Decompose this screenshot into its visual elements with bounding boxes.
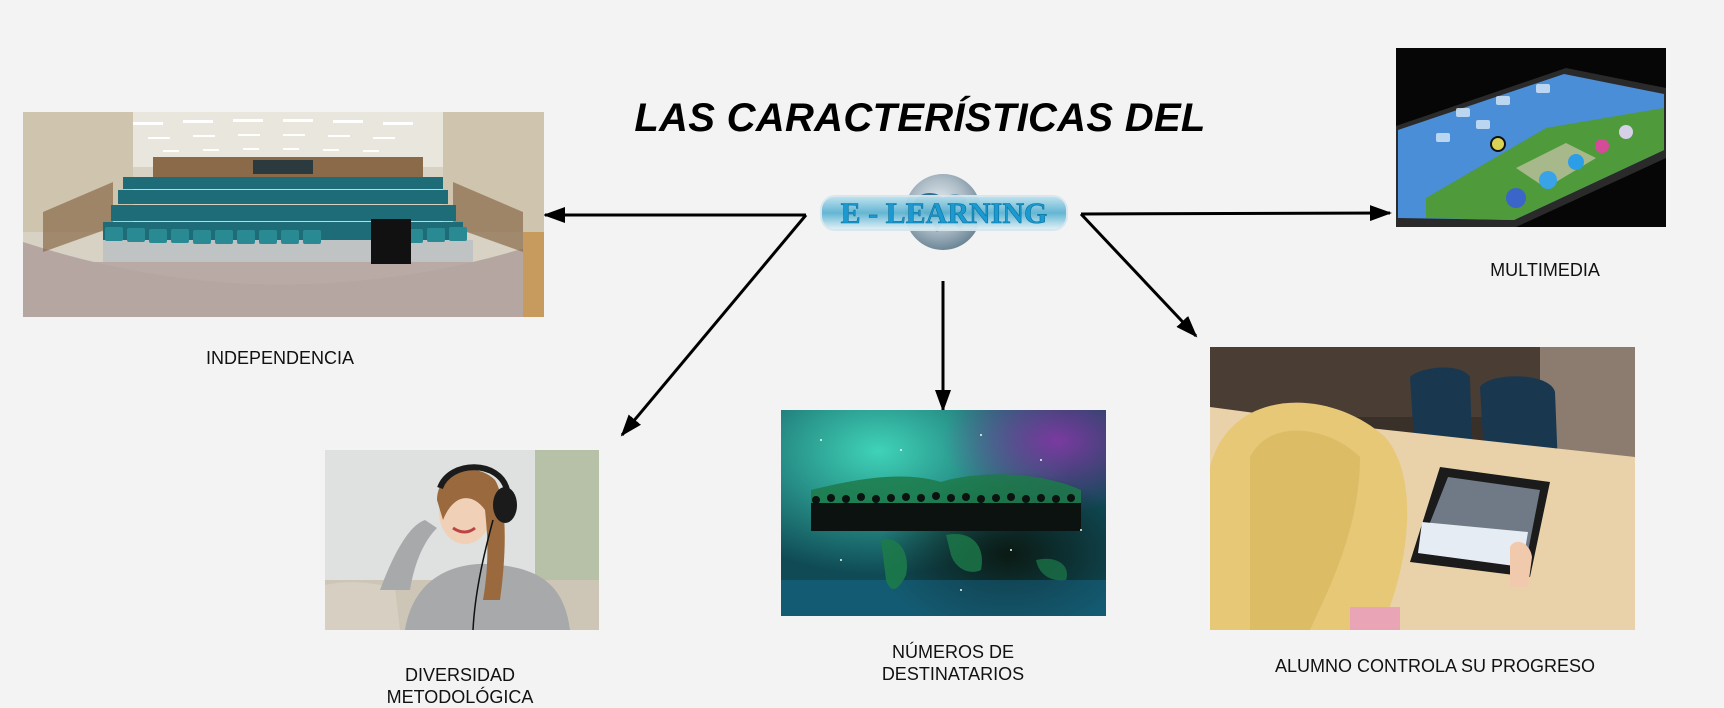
woman-headphones-image (325, 450, 599, 630)
label-diversidad-line2: METODOLÓGICA (386, 687, 534, 707)
label-multimedia: MULTIMEDIA (1490, 260, 1600, 280)
label-destinatarios-line2: DESTINATARIOS (881, 664, 1025, 684)
world-crowd-image (781, 410, 1106, 616)
tablet-apps-image (1396, 48, 1666, 227)
diagram-title: LAS CARACTERÍSTICAS DEL (634, 96, 1206, 140)
arrow-to-progreso (1079, 212, 1198, 338)
label-destinatarios-line1: NÚMEROS DE (891, 642, 1014, 662)
arrow-to-diversidad (620, 214, 808, 437)
logo-text: E - LEARNING (841, 197, 1048, 230)
label-independencia: INDEPENDENCIA (205, 348, 355, 368)
label-destinatarios: NÚMEROS DE DESTINATARIOS (843, 641, 1063, 685)
label-diversidad: DIVERSIDAD METODOLÓGICA (360, 664, 560, 708)
girl-tablet-image (1210, 347, 1635, 630)
auditorium-image (23, 112, 544, 317)
label-progreso: ALUMNO CONTROLA SU PROGRESO (1274, 656, 1596, 676)
arrow-to-multimedia (1080, 205, 1392, 222)
label-diversidad-line1: DIVERSIDAD (404, 665, 516, 685)
e-learning-logo: E - LEARNING (815, 172, 1075, 254)
